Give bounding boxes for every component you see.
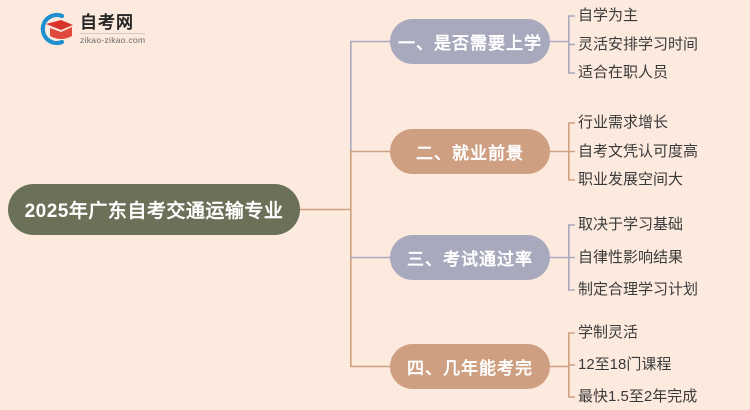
branch-node-2-label: 二、就业前景 [416,144,524,163]
leaf-item[interactable]: 灵活安排学习时间 [578,35,699,53]
leaf-item[interactable]: 职业发展空间大 [578,171,684,188]
leaf-item[interactable]: 最快1.5至2年完成 [578,388,698,405]
leaf-item[interactable]: 行业需求增长 [578,114,669,131]
mindmap-root-node[interactable]: 2025年广东自考交通运输专业 [8,184,300,235]
branch-node-4-label: 四、几年能考完 [407,359,533,378]
mindmap-branch-node-1[interactable]: 一、是否需要上学 [390,19,550,64]
leaf-item[interactable]: 自考文凭认可度高 [578,142,699,160]
leaf-item[interactable]: 自律性影响结果 [578,248,684,266]
logo-title: 自考网 [80,12,134,32]
leaf-item[interactable]: 制定合理学习计划 [578,281,699,298]
logo-text: 自考网 zikao-zikao.com [80,12,146,46]
leaf-item[interactable]: 取决于学习基础 [578,216,684,233]
branch-node-1-label: 一、是否需要上学 [398,34,542,53]
branch-node-3-label: 三、考试通过率 [407,250,533,269]
leaf-item[interactable]: 学制灵活 [578,324,639,341]
root-node-label: 2025年广东自考交通运输专业 [24,201,284,222]
logo-mark-icon [32,11,76,47]
mindmap-branch-node-3[interactable]: 三、考试通过率 [390,235,550,280]
site-logo: 自考网 zikao-zikao.com [32,8,167,50]
leaf-item[interactable]: 自学为主 [578,7,639,24]
leaf-item[interactable]: 适合在职人员 [578,64,669,81]
mindmap-branch-node-4[interactable]: 四、几年能考完 [390,344,550,389]
leaf-item[interactable]: 12至18门课程 [578,356,672,373]
logo-subtitle: zikao-zikao.com [80,32,146,45]
mindmap-branch-node-2[interactable]: 二、就业前景 [390,129,550,174]
